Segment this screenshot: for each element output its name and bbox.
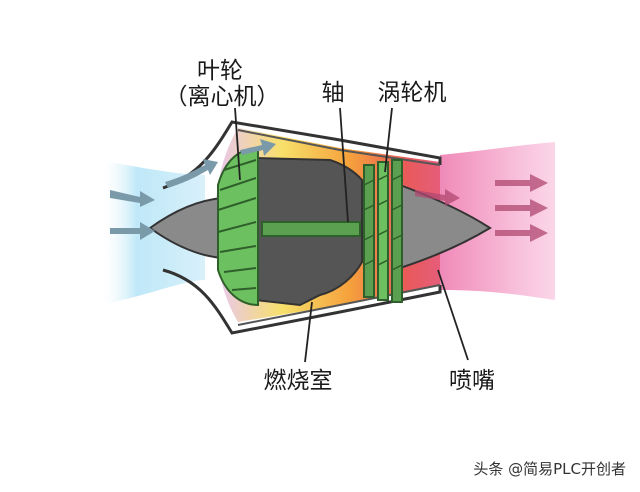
casing-inner-bottom: [237, 284, 441, 326]
watermark: 头条 @简易PLC开创者: [473, 460, 626, 478]
leader-lines: [234, 107, 469, 363]
label-turbine: 涡轮机: [378, 80, 447, 106]
casing-inner-top: [237, 129, 441, 166]
shaft: [261, 221, 361, 237]
label-combustor: 燃烧室: [264, 368, 333, 394]
label-shaft: 轴: [322, 80, 345, 106]
turbine-blades: [363, 159, 403, 303]
compressor-impeller: [217, 146, 259, 307]
engine-casing-bottom: [162, 268, 442, 335]
label-nozzle: 喷嘴: [449, 368, 495, 394]
label-impeller-line1: 叶轮: [197, 58, 243, 84]
label-impeller-line2: （离心机）: [165, 84, 280, 110]
intake-arrows: [110, 139, 276, 240]
exhaust-arrows: [415, 174, 548, 242]
